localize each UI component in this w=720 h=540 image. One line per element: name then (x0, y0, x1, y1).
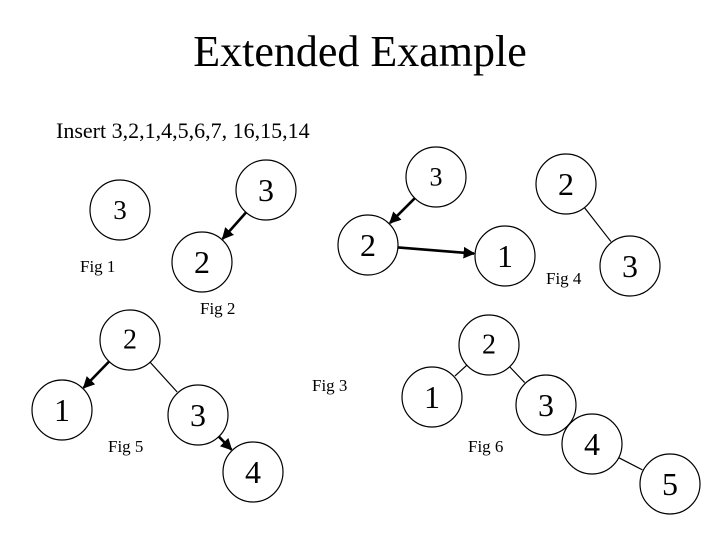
node-label: 4 (245, 454, 261, 490)
slide-subtitle: Insert 3,2,1,4,5,6,7, 16,15,14 (56, 118, 310, 143)
node-circle (474, 225, 536, 287)
node-circle (599, 235, 661, 297)
node-label: 1 (424, 379, 440, 415)
fig6-node: 2 (458, 314, 520, 376)
fig6-caption: Fig 6 (468, 437, 503, 456)
fig5-edge-f5n2-f5n3 (149, 361, 178, 393)
fig2-caption: Fig 2 (200, 299, 235, 318)
fig3-node: 3 (405, 146, 467, 208)
fig3-edge-f3n2-f3n1 (397, 246, 476, 259)
node-label: 3 (430, 163, 443, 192)
node-label: 3 (258, 172, 274, 208)
node-circle (171, 231, 233, 293)
fig1-caption: Fig 1 (80, 257, 115, 276)
fig4-node: 3 (599, 235, 661, 297)
node-circle (31, 379, 93, 441)
fig3-node: 1 (474, 225, 536, 287)
fig5-node: 2 (99, 309, 161, 371)
node-label: 1 (54, 392, 70, 428)
node-circle (515, 374, 577, 436)
fig5-edge-f5n2-f5n1 (82, 360, 111, 389)
node-label: 3 (113, 195, 127, 225)
fig4-caption: Fig 4 (546, 269, 582, 288)
fig5-node: 3 (167, 384, 229, 446)
node-circle (535, 153, 597, 215)
fig6-node: 4 (561, 413, 623, 475)
fig5-caption: Fig 5 (108, 437, 143, 456)
node-label: 2 (360, 227, 376, 263)
node-label: 5 (662, 466, 678, 502)
node-label: 2 (482, 330, 496, 361)
node-label: 1 (497, 238, 513, 274)
node-label: 3 (190, 397, 206, 433)
node-circle (222, 441, 284, 503)
node-label: 2 (194, 244, 210, 280)
node-label: 2 (558, 166, 574, 202)
slide-title: Extended Example (193, 27, 527, 76)
node-circle (337, 214, 399, 276)
node-label: 3 (622, 248, 638, 284)
fig6-edge-f6n2-f6n3 (509, 366, 526, 383)
fig4-edge-f4n2-f4n3 (583, 207, 612, 242)
fig3-node: 2 (337, 214, 399, 276)
node-circle (401, 366, 463, 428)
fig3-caption: Fig 3 (312, 376, 347, 395)
fig6-node: 5 (639, 453, 701, 515)
node-label: 3 (538, 387, 554, 423)
fig5-edge-f5n3-f5n4 (217, 435, 233, 451)
node-circle (639, 453, 701, 515)
fig2-edge-f2n3-f2n2 (221, 211, 248, 240)
fig4-node: 2 (535, 153, 597, 215)
fig3-edge-f3n3-f3n2 (389, 197, 416, 224)
node-label: 4 (584, 426, 600, 462)
fig5-node: 4 (222, 441, 284, 503)
fig5-node: 1 (31, 379, 93, 441)
node-circle (235, 159, 297, 221)
fig6-node: 3 (515, 374, 577, 436)
fig6-edge-f6n4-f6n5 (618, 457, 643, 471)
node-label: 2 (123, 325, 137, 356)
node-circle (99, 309, 161, 371)
fig2-node: 3 (235, 159, 297, 221)
node-circle (458, 314, 520, 376)
node-circle (89, 179, 151, 241)
fig6-node: 1 (401, 366, 463, 428)
fig2-node: 2 (171, 231, 233, 293)
node-circle (561, 413, 623, 475)
fig1-node: 3 (89, 179, 151, 241)
node-circle (167, 384, 229, 446)
fig6-edge-f6n2-f6n1 (454, 364, 468, 377)
node-circle (405, 146, 467, 208)
